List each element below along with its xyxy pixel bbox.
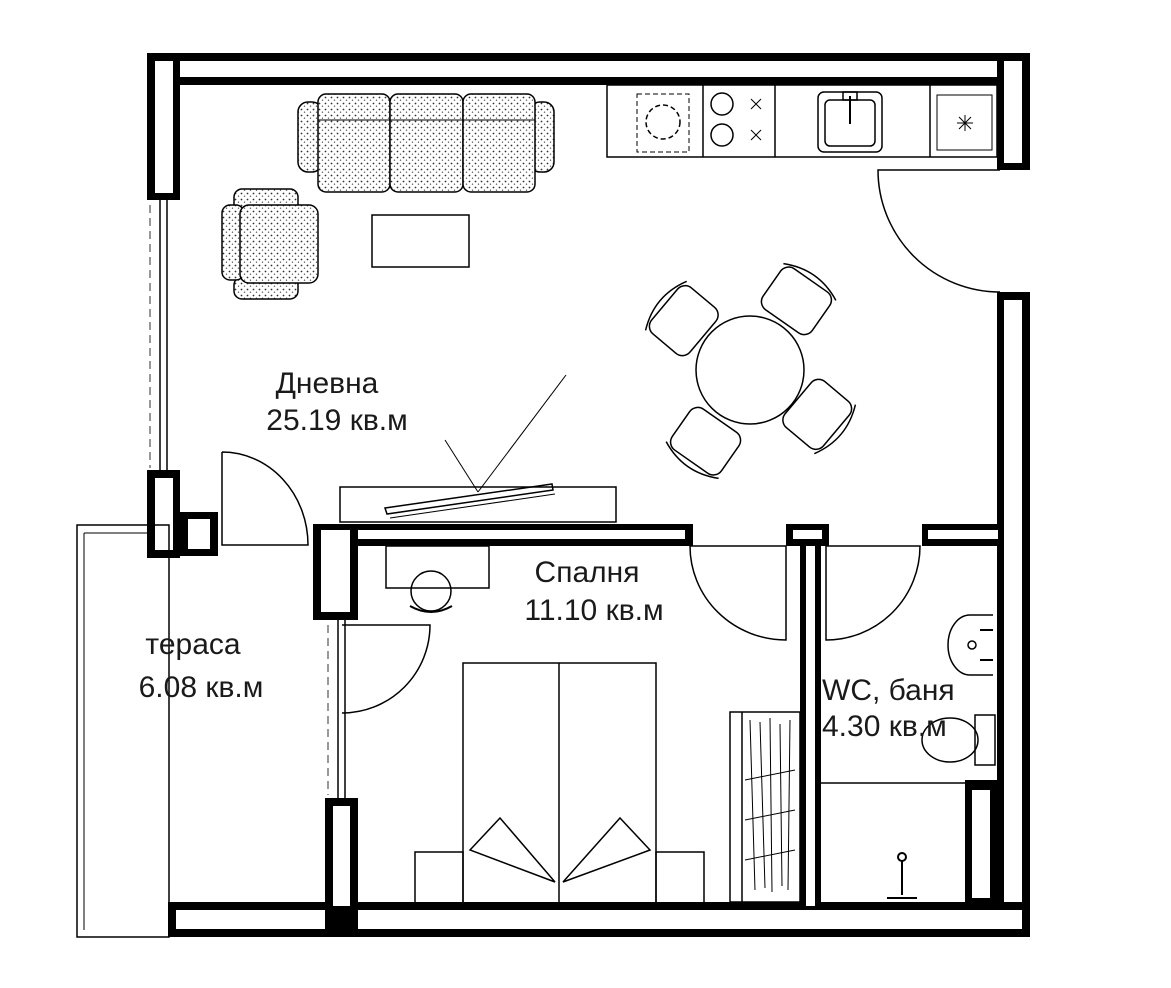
terrace-outline — [76, 524, 170, 938]
bathroom-name: WC, баня — [822, 674, 955, 707]
bedroom-area: 11.10 кв.м — [524, 594, 663, 627]
wardrobe — [729, 711, 801, 903]
room-label-terrace: тераса 6.08 кв.м — [139, 628, 264, 704]
coffee-table — [371, 214, 470, 268]
terrace-area: 6.08 кв.м — [139, 671, 264, 704]
room-label-bathroom: WC, баня 4.30 кв.м — [822, 674, 955, 743]
walls — [147, 53, 1030, 937]
door-entrance — [877, 169, 1001, 293]
kitchen-counter — [606, 84, 998, 158]
door-bathroom — [825, 545, 921, 641]
tv-unit — [339, 374, 617, 523]
room-label-bedroom: Спалня 11.10 кв.м — [524, 556, 663, 627]
door-terrace — [221, 451, 309, 546]
room-label-living: Дневна 25.19 кв.м — [266, 367, 407, 437]
door-terrace-bedroom — [341, 624, 431, 714]
desk — [385, 545, 490, 613]
living-name: Дневна — [276, 367, 379, 400]
window-left-bedroom — [327, 620, 346, 798]
bedroom-name: Спалня — [535, 556, 640, 589]
window-left-living — [149, 200, 168, 470]
sofa — [297, 93, 555, 193]
living-area: 25.19 кв.м — [266, 404, 407, 437]
door-bedroom — [689, 545, 787, 641]
dining-set — [644, 262, 857, 480]
armchair — [221, 188, 319, 300]
bed — [414, 662, 705, 904]
bathroom-area: 4.30 кв.м — [822, 710, 947, 743]
bathroom-fixtures — [819, 614, 996, 904]
terrace-name: тераса — [145, 628, 240, 661]
